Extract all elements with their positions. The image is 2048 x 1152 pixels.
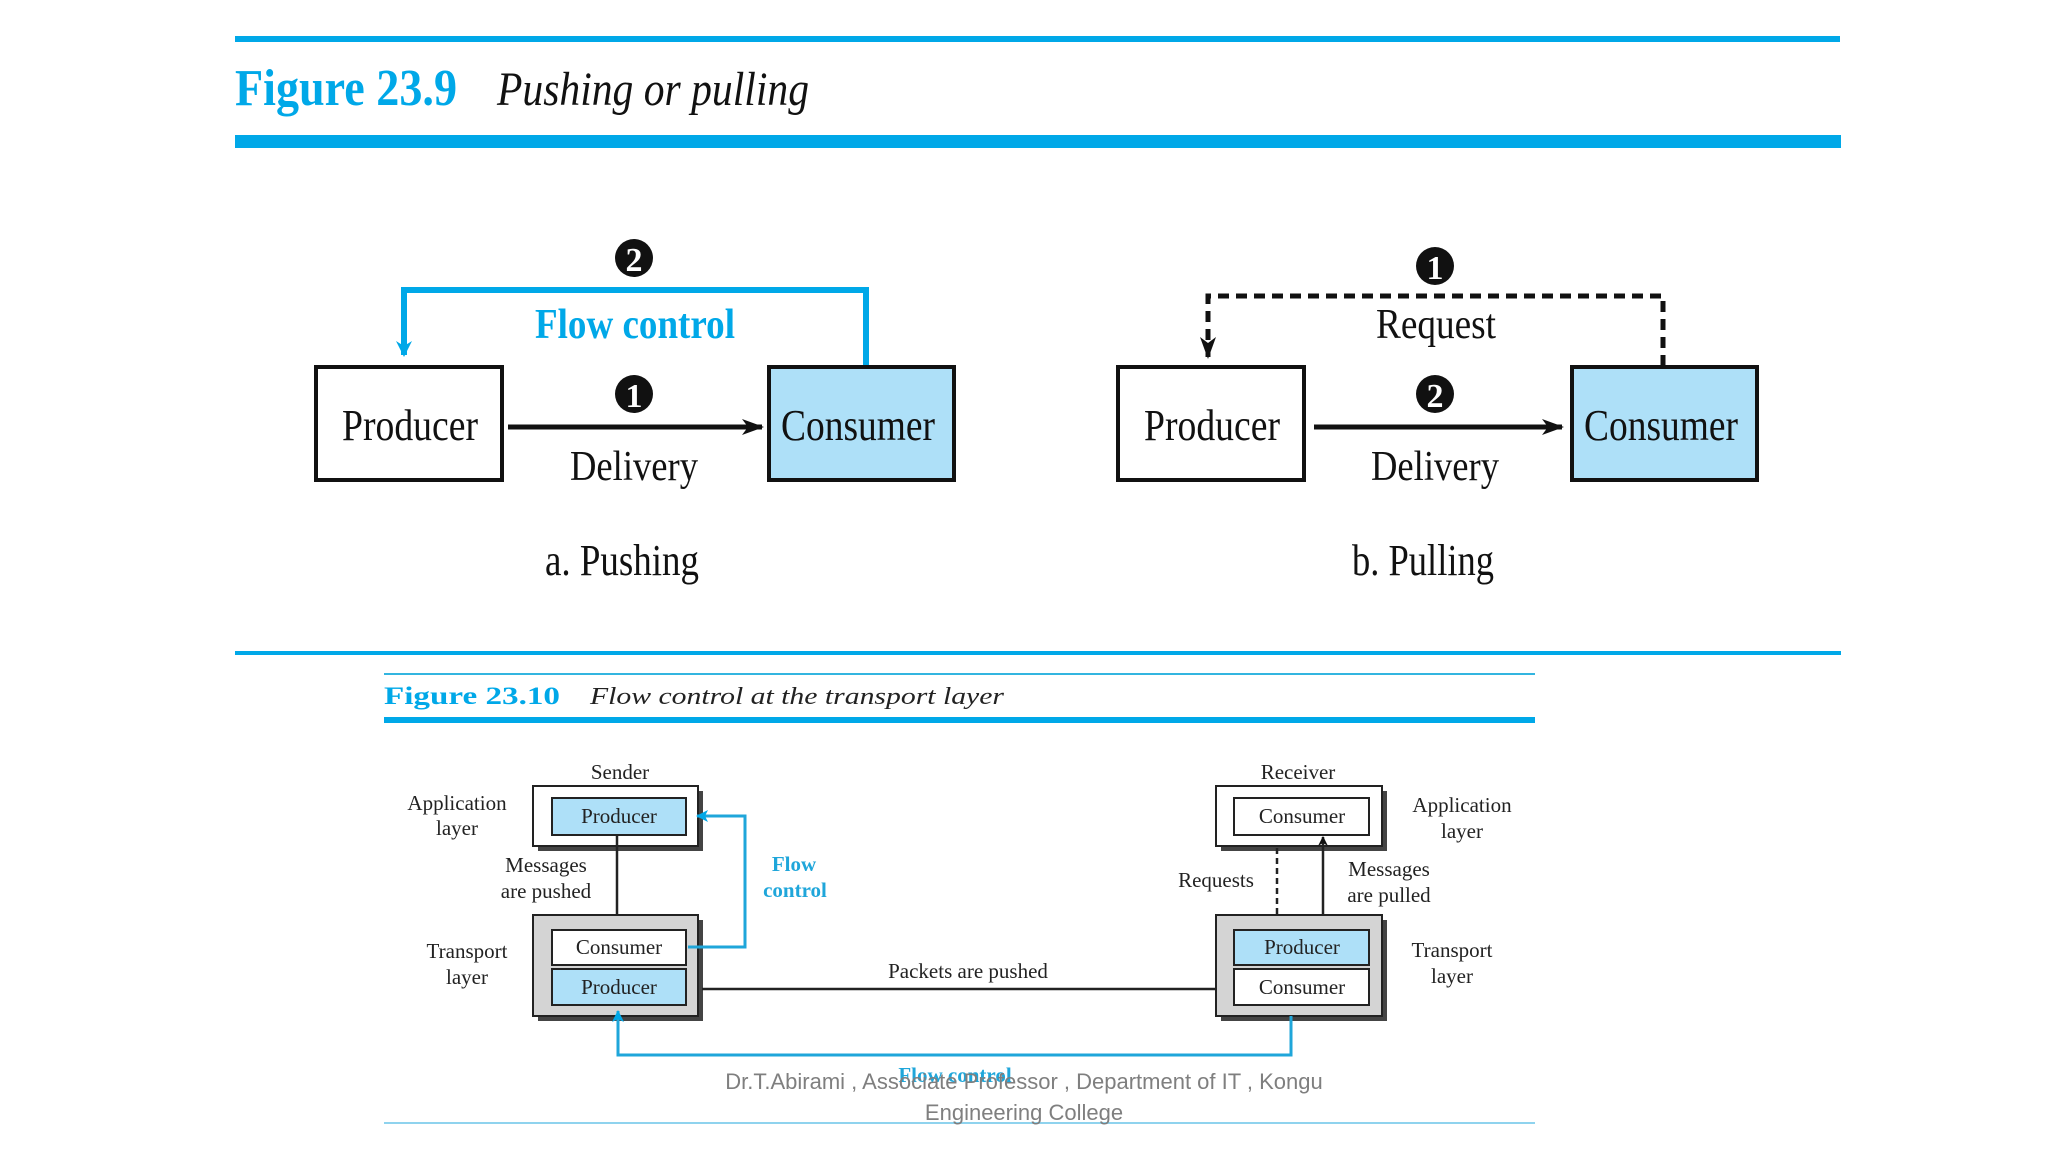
receiver-consumer-label: Consumer xyxy=(1259,804,1345,828)
sender-producer-box xyxy=(551,797,687,836)
step-2-badge xyxy=(1416,375,1454,413)
receiver-transport-layer-label-2: layer xyxy=(1431,964,1473,988)
figure2-top-rule xyxy=(384,673,1535,675)
pulling-diagram: 1 Request Producer Consumer 2 Delivery b… xyxy=(1116,247,1759,585)
messages-pulled-label: Messages xyxy=(1348,857,1430,881)
header-top-rule xyxy=(235,36,1840,42)
footer-line-1: Dr.T.Abirami , Associate Professor , Dep… xyxy=(725,1069,1323,1094)
figure-number: Figure 23.9 xyxy=(235,60,457,117)
flow-control-label: Flow control xyxy=(535,302,735,348)
consumer-label: Consumer xyxy=(1584,401,1738,450)
step-2-number: 2 xyxy=(626,242,643,279)
messages-pulled-label-2: are pulled xyxy=(1347,883,1431,907)
receiver-app-layer-label: Application xyxy=(1412,793,1512,817)
producer-label: Producer xyxy=(342,401,478,450)
producer-box xyxy=(314,365,504,482)
delivery-label: Delivery xyxy=(570,444,698,490)
receiver-app-layer-label-2: layer xyxy=(1441,819,1483,843)
pulling-caption: b. Pulling xyxy=(1352,536,1494,585)
request-line xyxy=(1200,293,1666,366)
consumer-box xyxy=(1570,365,1759,482)
receiver-transport-producer-label: Producer xyxy=(1264,935,1340,959)
footer-line-2: Engineering College xyxy=(924,1100,1124,1125)
sender-flow-control-label-2: control xyxy=(763,878,827,902)
figure2-bottom-rule xyxy=(384,717,1535,723)
messages-pushed-label-2: are pushed xyxy=(501,879,592,903)
messages-pushed-label: Messages xyxy=(505,853,587,877)
sender-flow-control-line xyxy=(688,810,747,949)
packets-pushed-label: Packets are pushed xyxy=(888,959,1048,983)
figure-title: Pushing or pulling xyxy=(496,63,809,116)
sender-app-layer-label-2: layer xyxy=(436,816,478,840)
requests-label: Requests xyxy=(1178,868,1254,892)
step-1-badge xyxy=(1416,247,1454,285)
receiver-transport-layer-label: Transport xyxy=(1412,938,1493,962)
sender-transport-producer-label: Producer xyxy=(581,975,657,999)
sender-transport-consumer-label: Consumer xyxy=(576,935,662,959)
sender-app-layer-label: Application xyxy=(407,791,507,815)
sender-flow-control-label: Flow xyxy=(772,852,817,876)
sender-transport-producer-box xyxy=(551,968,687,1006)
slide-footer: Dr.T.Abirami , Associate Professor , Dep… xyxy=(0,1066,2048,1128)
request-label: Request xyxy=(1376,302,1496,348)
receiver-heading: Receiver xyxy=(1261,760,1336,784)
section-separator xyxy=(235,651,1841,655)
consumer-label: Consumer xyxy=(781,401,935,450)
consumer-box xyxy=(767,365,956,482)
step-2-number: 2 xyxy=(1427,378,1444,415)
sender-transport-layer-label-2: layer xyxy=(446,965,488,989)
pushing-caption: a. Pushing xyxy=(545,536,699,585)
producer-label: Producer xyxy=(1144,401,1280,450)
header-bottom-rule xyxy=(235,135,1841,148)
figure2-title: Flow control at the transport layer xyxy=(589,684,1005,710)
bottom-flow-control-label: Flow control xyxy=(898,1063,1012,1087)
delivery-label: Delivery xyxy=(1371,444,1499,490)
pushing-diagram: 2 Flow control Producer Consumer 1 Deliv… xyxy=(314,239,956,585)
receiver-transport-producer-box xyxy=(1233,929,1370,966)
sender-producer-label: Producer xyxy=(581,804,657,828)
step-2-badge xyxy=(615,239,653,277)
bottom-flow-control-line xyxy=(612,1010,1293,1057)
step-1-number: 1 xyxy=(1427,250,1444,287)
receiver-consumer-box xyxy=(1233,797,1370,836)
sender-transport-layer-label: Transport xyxy=(427,939,508,963)
receiver-stack: Receiver Application layer Consumer Requ… xyxy=(1178,760,1512,1021)
receiver-transport-consumer-box xyxy=(1233,968,1370,1006)
step-1-number: 1 xyxy=(626,378,643,415)
figure2-number: Figure 23.10 xyxy=(384,683,560,710)
figure2-footer-rule xyxy=(384,1122,1535,1124)
receiver-transport-consumer-label: Consumer xyxy=(1259,975,1345,999)
step-1-badge xyxy=(615,375,653,413)
flow-control-line xyxy=(396,287,869,366)
sender-heading: Sender xyxy=(591,760,649,784)
sender-transport-consumer-box xyxy=(551,929,687,966)
producer-box xyxy=(1116,365,1306,482)
sender-stack: Sender Application layer Producer Messag… xyxy=(407,760,827,1021)
